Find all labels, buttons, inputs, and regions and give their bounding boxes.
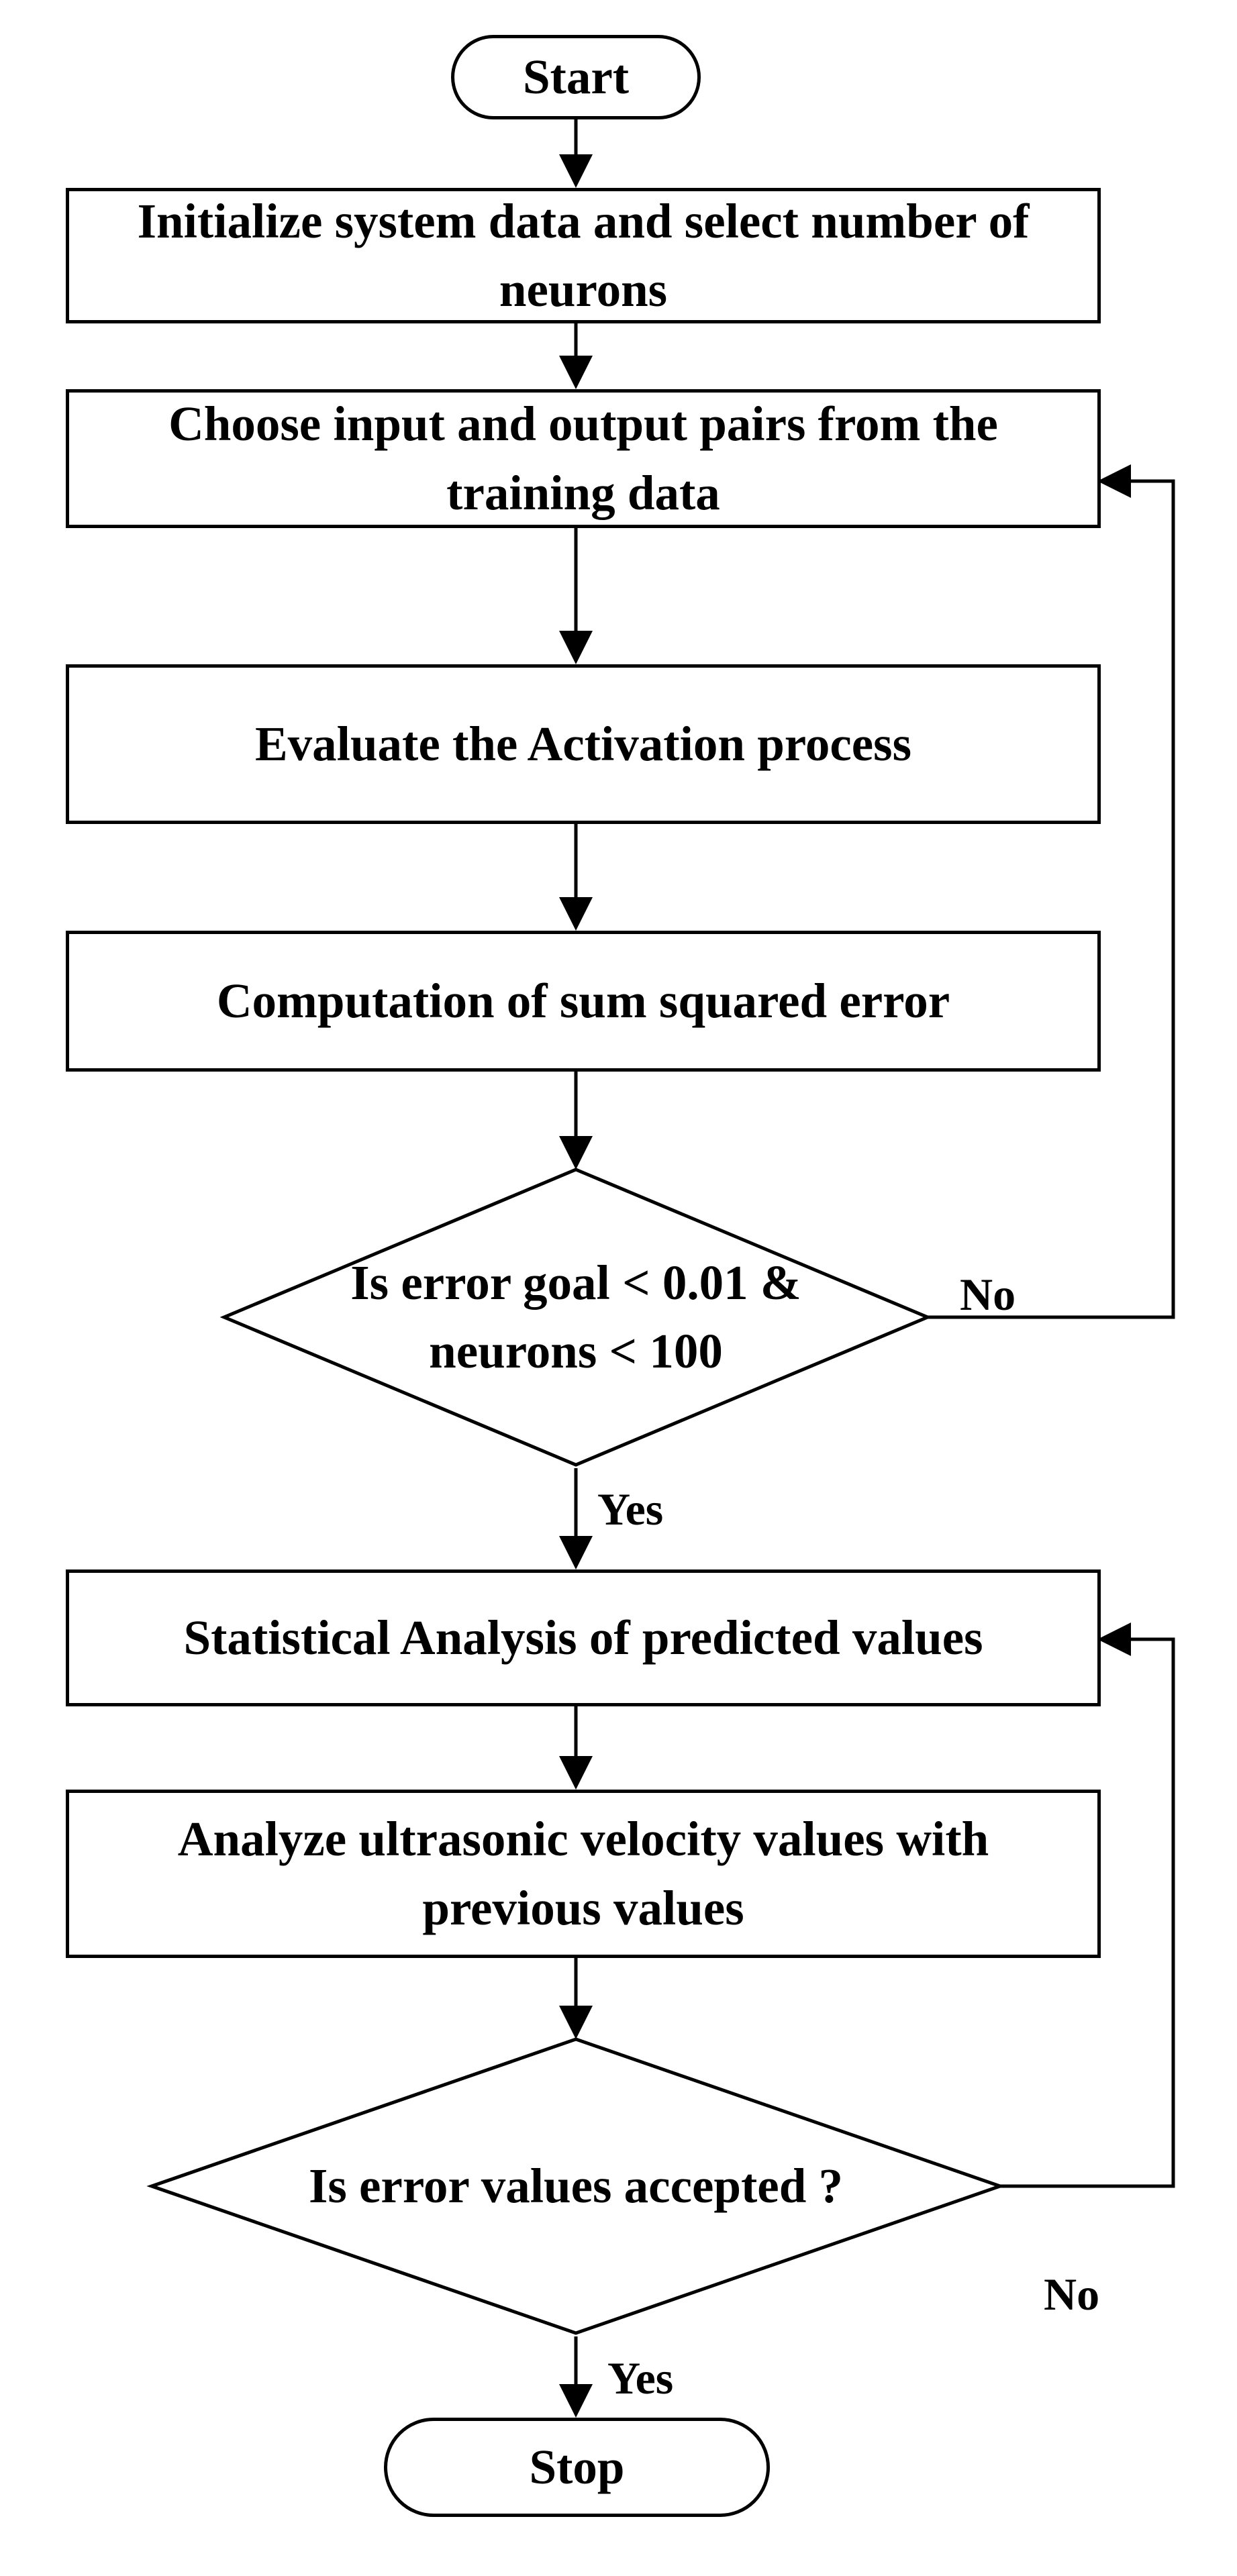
decision-accepted-yes-label: Yes: [607, 2353, 674, 2404]
decision-accepted-text: Is error values accepted ?: [242, 2149, 910, 2223]
decision-accepted-no-label: No: [1044, 2269, 1100, 2320]
step-analyze-velocity: Analyze ultrasonic velocity values with …: [66, 1790, 1101, 1958]
step-sse: Computation of sum squared error: [66, 931, 1101, 1072]
step-initialize-label: Initialize system data and select number…: [137, 193, 1030, 317]
step-choose-pairs: Choose input and output pairs from the t…: [66, 389, 1101, 528]
step-statistical-label: Statistical Analysis of predicted values: [183, 1610, 983, 1665]
step-activation: Evaluate the Activation process: [66, 664, 1101, 824]
arrow-decision2-no-loop: [1000, 1622, 1175, 2188]
step-activation-label: Evaluate the Activation process: [254, 716, 911, 771]
start-label: Start: [522, 49, 630, 104]
decision-error-goal-shape: [219, 1168, 932, 1467]
start-terminator: Start: [451, 35, 701, 119]
decision-accepted-label: Is error values accepted ?: [308, 2158, 844, 2213]
decision-accepted-shape: [146, 2037, 1005, 2335]
step-initialize: Initialize system data and select number…: [66, 188, 1101, 323]
step-choose-pairs-label: Choose input and output pairs from the t…: [168, 397, 998, 520]
stop-label: Stop: [529, 2439, 625, 2494]
step-statistical: Statistical Analysis of predicted values: [66, 1569, 1101, 1706]
step-sse-label: Computation of sum squared error: [216, 973, 950, 1028]
decision-error-goal-no-label: No: [960, 1269, 1016, 1320]
decision-error-goal-yes-label: Yes: [597, 1484, 664, 1535]
stop-terminator: Stop: [384, 2418, 770, 2517]
decision-error-goal-text: Is error goal < 0.01 & neurons < 100: [315, 1247, 836, 1388]
arrow-decision1-no-loop: [928, 464, 1175, 1319]
decision-error-goal-label: Is error goal < 0.01 & neurons < 100: [350, 1255, 801, 1378]
step-analyze-velocity-label: Analyze ultrasonic velocity values with …: [177, 1812, 989, 1935]
